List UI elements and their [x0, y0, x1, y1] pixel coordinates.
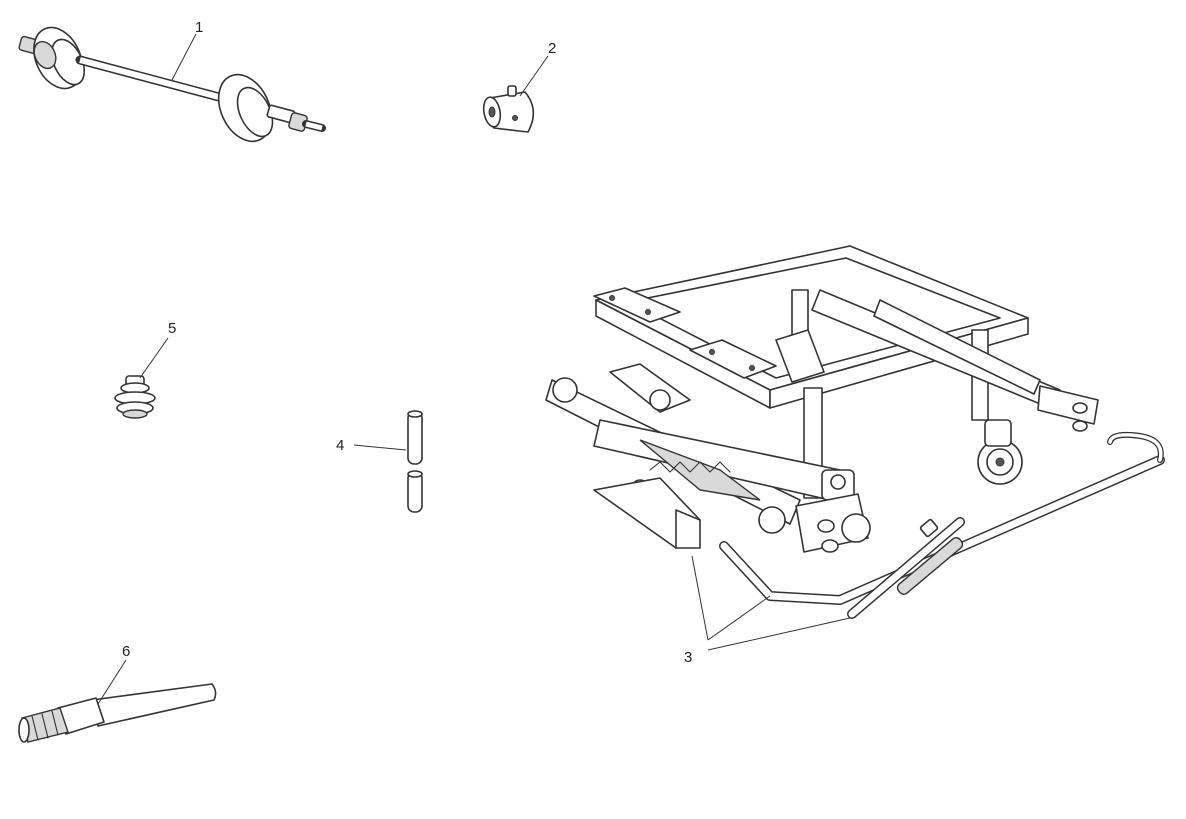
- callout-6: 6: [122, 643, 130, 660]
- callout-5: 5: [168, 320, 176, 337]
- leader-5: [139, 337, 169, 379]
- callout-labels: 1 2 3 4 5 6: [122, 19, 692, 666]
- leader-lines: [97, 33, 851, 705]
- leader-1: [171, 33, 197, 81]
- callout-1: 1: [195, 19, 203, 36]
- leader-3c: [707, 617, 851, 651]
- part-4-pin: [407, 410, 423, 513]
- callout-2: 2: [548, 40, 556, 57]
- part-1-puller-tool: [18, 26, 326, 143]
- leader-3a: [691, 555, 709, 641]
- callout-3: 3: [684, 649, 692, 666]
- leader-2: [519, 55, 549, 97]
- leader-6: [97, 659, 127, 705]
- callout-4: 4: [336, 437, 344, 454]
- part-3-jack-stand: [545, 245, 1165, 619]
- leader-4: [353, 444, 407, 451]
- part-5-grommet: [114, 375, 156, 419]
- leader-3b: [707, 595, 771, 641]
- part-2-sleeve: [482, 85, 535, 133]
- part-6-drift-rod: [18, 683, 217, 743]
